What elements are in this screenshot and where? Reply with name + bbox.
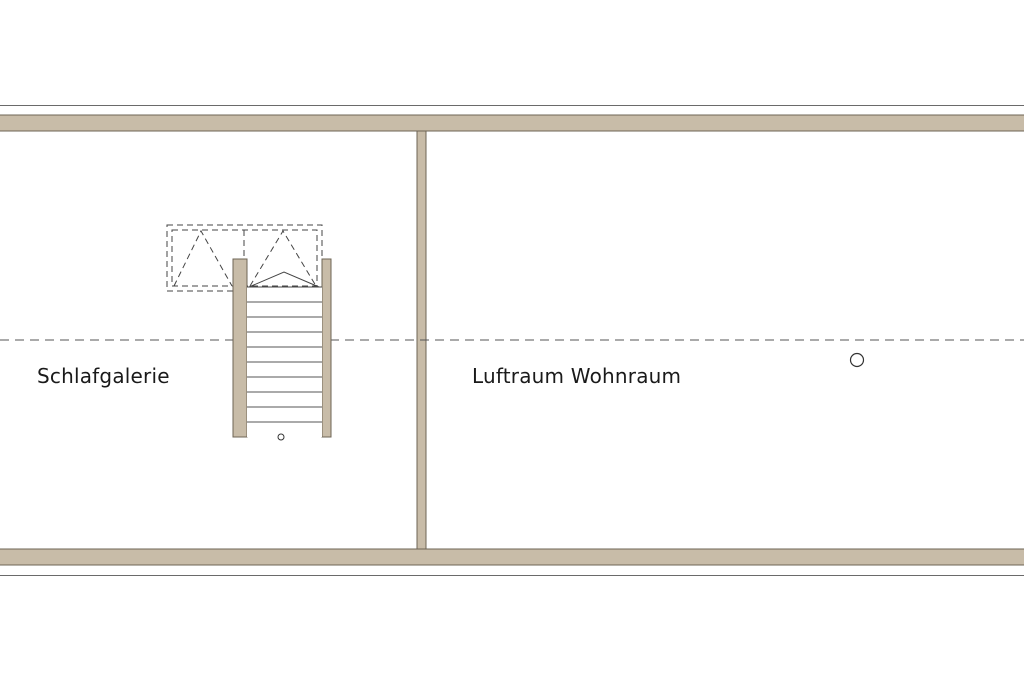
stair-start-marker — [277, 433, 285, 441]
ceiling-light-marker — [849, 352, 865, 368]
stair-treads — [247, 301, 322, 423]
roof-window-opening-right — [249, 230, 317, 287]
staircase — [232, 258, 332, 441]
bottom-wall — [0, 548, 1024, 566]
roof-window-opening-left — [173, 229, 233, 287]
top-wall — [0, 114, 1024, 132]
room-label-luftraum-wohnraum: Luftraum Wohnraum — [472, 364, 682, 388]
room-label-schlafgalerie: Schlafgalerie — [37, 364, 170, 388]
stair-stringer-right — [321, 258, 332, 438]
stair-stringer-left — [232, 258, 248, 438]
stair-direction-arrow — [248, 271, 320, 288]
